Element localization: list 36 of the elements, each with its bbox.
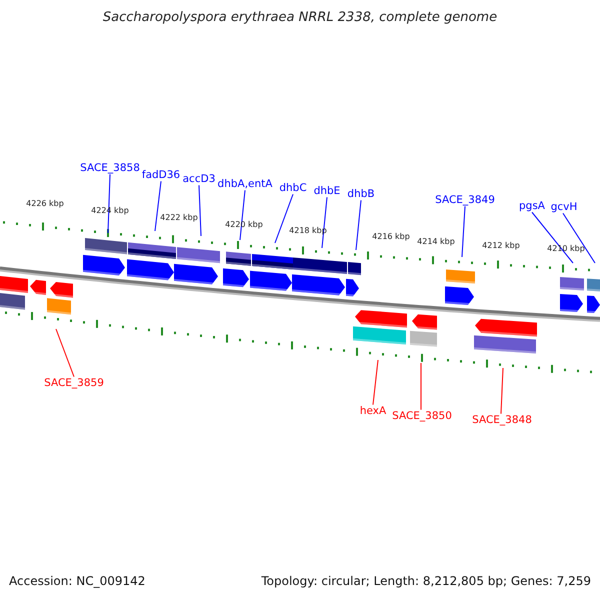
scale-label: 4216 kbp [372, 233, 410, 241]
scale-label: 4222 kbp [160, 214, 198, 222]
leader-line [372, 360, 378, 406]
accession-text: Accession: NC_009142 [9, 575, 146, 587]
leader-line [56, 328, 74, 378]
scale-label: 4214 kbp [417, 238, 455, 246]
genome-summary-text: Topology: circular; Length: 8,212,805 bp; Genes: 7,259 [261, 575, 591, 587]
scale-label: 4226 kbp [26, 200, 64, 208]
leader-line [154, 180, 162, 232]
leader-line [420, 362, 422, 410]
gene-label: SACE_3848 [472, 414, 532, 426]
gene-label: hexA [360, 406, 386, 416]
leader-line [108, 174, 110, 234]
gene-label: fadD36 [142, 170, 180, 180]
gene-label: SACE_3859 [44, 378, 104, 388]
gene-label: dhbB [347, 188, 375, 200]
leader-line [500, 368, 504, 414]
gene-label: gcvH [550, 202, 578, 212]
gene-label: dhbA,entA [218, 178, 272, 190]
leader-line [462, 206, 466, 258]
gene-label: accD3 [182, 174, 216, 184]
leader-line [240, 190, 246, 240]
title: Saccharopolyspora erythraea NRRL 2338, complete genome [102, 11, 498, 24]
gene-label: SACE_3849 [435, 194, 495, 206]
leader-line [322, 196, 328, 248]
scale-label: 4212 kbp [482, 242, 520, 250]
gene-label: pgsA [519, 200, 545, 212]
leader-line [274, 194, 294, 244]
leader-line [356, 200, 362, 250]
leader-line [198, 184, 202, 236]
gene-label: dhbE [314, 186, 340, 196]
gene-label: dhbC [279, 182, 307, 194]
gene-label: SACE_3850 [392, 410, 452, 422]
gene-label: SACE_3858 [80, 162, 140, 174]
leader-line [532, 212, 574, 264]
leader-line [562, 212, 596, 264]
